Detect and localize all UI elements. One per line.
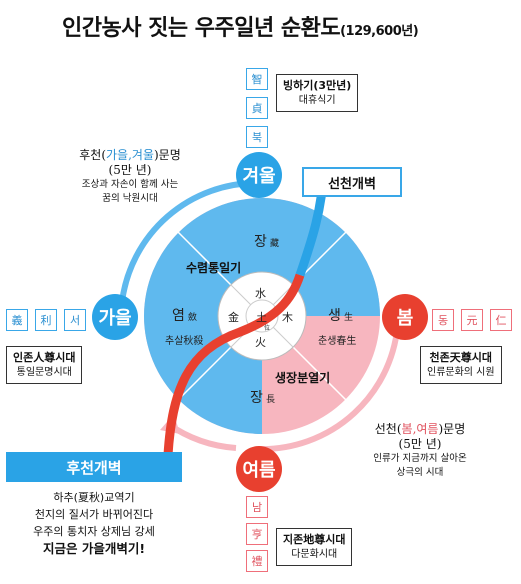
quad-bottom-hanja: 長 bbox=[266, 394, 275, 405]
transition-line2: 천지의 질서가 바뀌어진다 bbox=[34, 508, 154, 521]
quad-right-text: 생 bbox=[328, 308, 341, 324]
earlier-post: )문명 bbox=[438, 422, 466, 436]
title-main: 인간농사 짓는 우주일년 순환도 bbox=[62, 16, 341, 41]
info-box-autumn: 인존人尊시대 통일문명시대 bbox=[6, 346, 83, 384]
later-line2: 꿈의 낙원시대 bbox=[102, 193, 158, 204]
element-fire: 火 bbox=[255, 336, 266, 349]
quad-left-text: 염 bbox=[172, 308, 185, 324]
transition-description: 하추(夏秋)교역기 천지의 질서가 바뀌어진다 우주의 통치자 상제님 강세 지… bbox=[6, 489, 182, 557]
quad-right-hanja: 生 bbox=[344, 311, 353, 323]
info-winter-line2: 대휴식기 bbox=[298, 95, 336, 106]
s-curve-red bbox=[163, 273, 305, 456]
tag-summer-1: 남 bbox=[246, 496, 268, 518]
earlier-years: (5만 년) bbox=[398, 437, 442, 451]
season-summer-label: 여름 bbox=[242, 460, 276, 481]
info-summer-line1: 지존地尊시대 bbox=[283, 533, 346, 546]
season-autumn: 가을 bbox=[92, 294, 138, 340]
quad-top-hanja: 藏 bbox=[270, 237, 279, 249]
element-water: 水 bbox=[255, 287, 266, 300]
tag-winter-2: 貞 bbox=[246, 97, 268, 119]
season-winter: 겨울 bbox=[236, 152, 282, 198]
desc-later-civilization: 후천(가을,겨울)문명 (5만 년) 조상과 자손이 함께 사는 꿈의 낙원시대 bbox=[40, 148, 220, 206]
info-autumn-line1: 인존人尊시대 bbox=[13, 351, 76, 364]
info-autumn-line2: 통일문명시대 bbox=[16, 367, 72, 378]
later-pre: 후천( bbox=[79, 148, 106, 162]
title-sub: (129,600년) bbox=[340, 24, 419, 39]
element-earth: 土 bbox=[256, 311, 267, 324]
season-spring-label: 봄 bbox=[396, 308, 414, 329]
tag-spring-2: 元 bbox=[461, 309, 483, 331]
arrow-spring-to-summer bbox=[257, 319, 401, 453]
label-top: 수렴통일기 bbox=[186, 260, 241, 275]
later-years: (5만 년) bbox=[108, 163, 152, 177]
info-spring-line1: 천존天尊시대 bbox=[429, 351, 493, 364]
transition-line3: 우주의 통치자 상제님 강세 bbox=[33, 525, 155, 538]
transition-line1: 하추(夏秋)교역기 bbox=[53, 491, 135, 504]
earlier-pre: 선천( bbox=[374, 422, 402, 436]
info-spring-line2: 인류문화의 시원 bbox=[427, 367, 495, 378]
info-box-spring: 천존天尊시대 인류문화의 시원 bbox=[420, 346, 502, 384]
tag-autumn-1: 義 bbox=[6, 309, 28, 331]
earlier-line1: 인류가 지금까지 살아온 bbox=[373, 453, 467, 464]
season-spring: 봄 bbox=[382, 294, 428, 340]
label-right: 춘생春生 bbox=[318, 334, 356, 347]
info-winter-line1: 빙하기(3만년) bbox=[283, 79, 352, 92]
tag-winter-1: 智 bbox=[246, 68, 268, 90]
banner-huchun-gaebyeok: 후천개벽 bbox=[6, 452, 182, 482]
label-bottom: 생장분열기 bbox=[275, 370, 330, 385]
quad-top-text: 장 bbox=[254, 234, 267, 250]
tag-spring-1: 동 bbox=[432, 309, 454, 331]
element-earth-sub: 位 bbox=[264, 324, 270, 332]
season-autumn-label: 가을 bbox=[98, 308, 132, 329]
transition-line4: 지금은 가을개벽기! bbox=[42, 541, 146, 556]
tag-autumn-3: 서 bbox=[64, 309, 86, 331]
season-winter-label: 겨울 bbox=[242, 166, 276, 187]
element-wood: 木 bbox=[282, 311, 293, 324]
label-left: 추살秋殺 bbox=[165, 334, 203, 347]
later-post: )문명 bbox=[153, 148, 181, 162]
tag-summer-2: 亨 bbox=[246, 523, 268, 545]
tag-winter-3: 북 bbox=[246, 126, 268, 148]
info-box-winter: 빙하기(3만년) 대휴식기 bbox=[276, 74, 359, 112]
later-line1: 조상과 자손이 함께 사는 bbox=[81, 179, 179, 190]
season-summer: 여름 bbox=[236, 446, 282, 492]
earlier-line2: 상극의 시대 bbox=[396, 467, 444, 478]
quad-left-hanja: 斂 bbox=[188, 311, 197, 323]
tag-autumn-2: 利 bbox=[35, 309, 57, 331]
earlier-highlight: 봄,여름 bbox=[401, 422, 439, 436]
tag-summer-3: 禮 bbox=[246, 550, 268, 572]
later-highlight: 가을,겨울 bbox=[106, 148, 154, 162]
quad-bottom-text: 장 bbox=[250, 390, 263, 406]
page-title: 인간농사 짓는 우주일년 순환도(129,600년) bbox=[62, 10, 419, 42]
element-metal: 金 bbox=[228, 310, 239, 324]
desc-earlier-civilization: 선천(봄,여름)문명 (5만 년) 인류가 지금까지 살아온 상극의 시대 bbox=[330, 422, 510, 480]
info-box-summer: 지존地尊시대 다문화시대 bbox=[276, 528, 353, 566]
info-summer-line2: 다문화시대 bbox=[291, 549, 338, 560]
circle-upper-half bbox=[144, 198, 380, 316]
tag-spring-3: 仁 bbox=[490, 309, 512, 331]
arrow-winter-to-autumn bbox=[119, 179, 259, 303]
banner-sunchun-gaebyeok: 선천개벽 bbox=[302, 167, 402, 197]
